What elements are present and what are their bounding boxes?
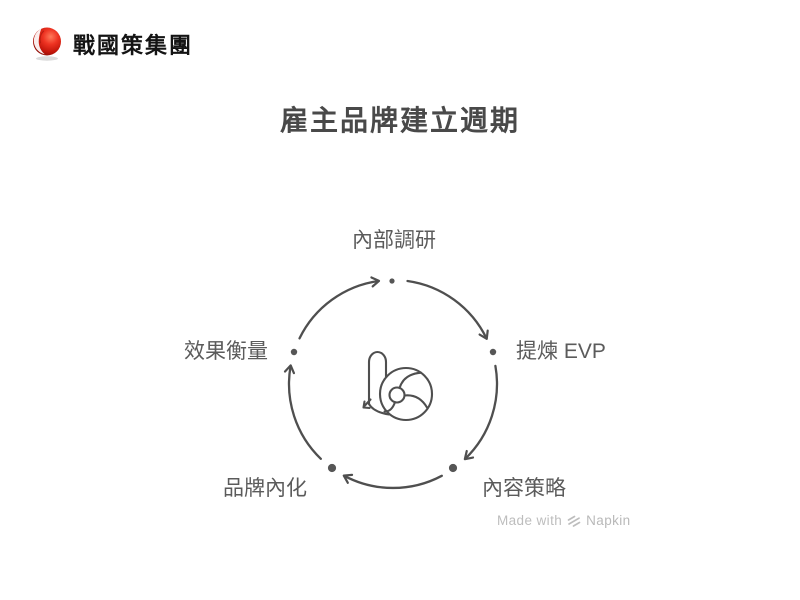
watermark-prefix: Made with [497, 513, 563, 528]
node-dot-left [290, 348, 298, 356]
step-label-content-strategy: 內容策略 [482, 477, 566, 500]
arc-bottom-right-to-bottom-left [342, 473, 443, 490]
node-dot-bottom-left [327, 463, 337, 473]
red-sphere-icon [33, 27, 61, 61]
napkin-watermark: Made with Napkin [497, 513, 631, 528]
node-dot-top [389, 278, 395, 284]
watermark-brand: Napkin [586, 513, 631, 528]
step-label-refine-evp: 提煉 EVP [516, 340, 606, 363]
b-pinwheel-icon [362, 350, 434, 422]
brand-name: 戰國策集團 [73, 32, 194, 58]
arc-top-to-right [406, 279, 489, 340]
arc-bottom-left-to-left [283, 364, 322, 460]
page-title: 雇主品牌建立週期 [279, 105, 520, 136]
node-dot-right [489, 348, 497, 356]
step-label-internal-research: 內部調研 [352, 229, 436, 252]
step-label-effect-measurement: 效果衡量 [184, 340, 268, 363]
brand-logo: 戰國策集團 [30, 25, 193, 62]
arc-left-to-top [298, 276, 381, 340]
arc-right-to-bottom-right [463, 364, 499, 461]
step-label-brand-internalization: 品牌內化 [223, 477, 307, 500]
napkin-logo-icon [567, 515, 581, 527]
node-dot-bottom-right [448, 463, 458, 473]
